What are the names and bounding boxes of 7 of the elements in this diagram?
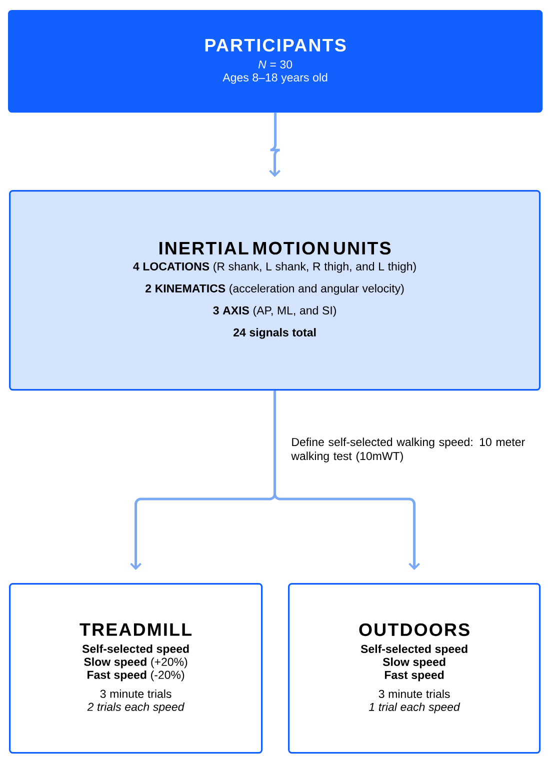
process-box: INERTIAL MOTION UNITS 4 LOCATIONS (R shank, L shank, R thigh, and L thigh) 2 KINEMATICS (acceleration and angular velocity) 3 AXIS (AP, ML, and SI) 24 signals total xyxy=(9,190,541,391)
header-box: PARTICIPANTS N = 30 Ages 8–18 years old xyxy=(8,10,543,113)
annotation-text: Define self-selected walking speed: 10 meter walking test (10mWT) xyxy=(291,438,525,462)
arrow xyxy=(269,112,282,177)
arrow xyxy=(274,390,420,570)
process-box: OUTDOORS Self-selected speed Slow speed Fast speed 3 minute trials 1 trial each speed xyxy=(288,583,541,754)
process-box: TREADMILL Self-selected speed Slow speed (+20%) Fast speed (-20%) 3 minute trials 2 trials each speed xyxy=(9,583,263,754)
